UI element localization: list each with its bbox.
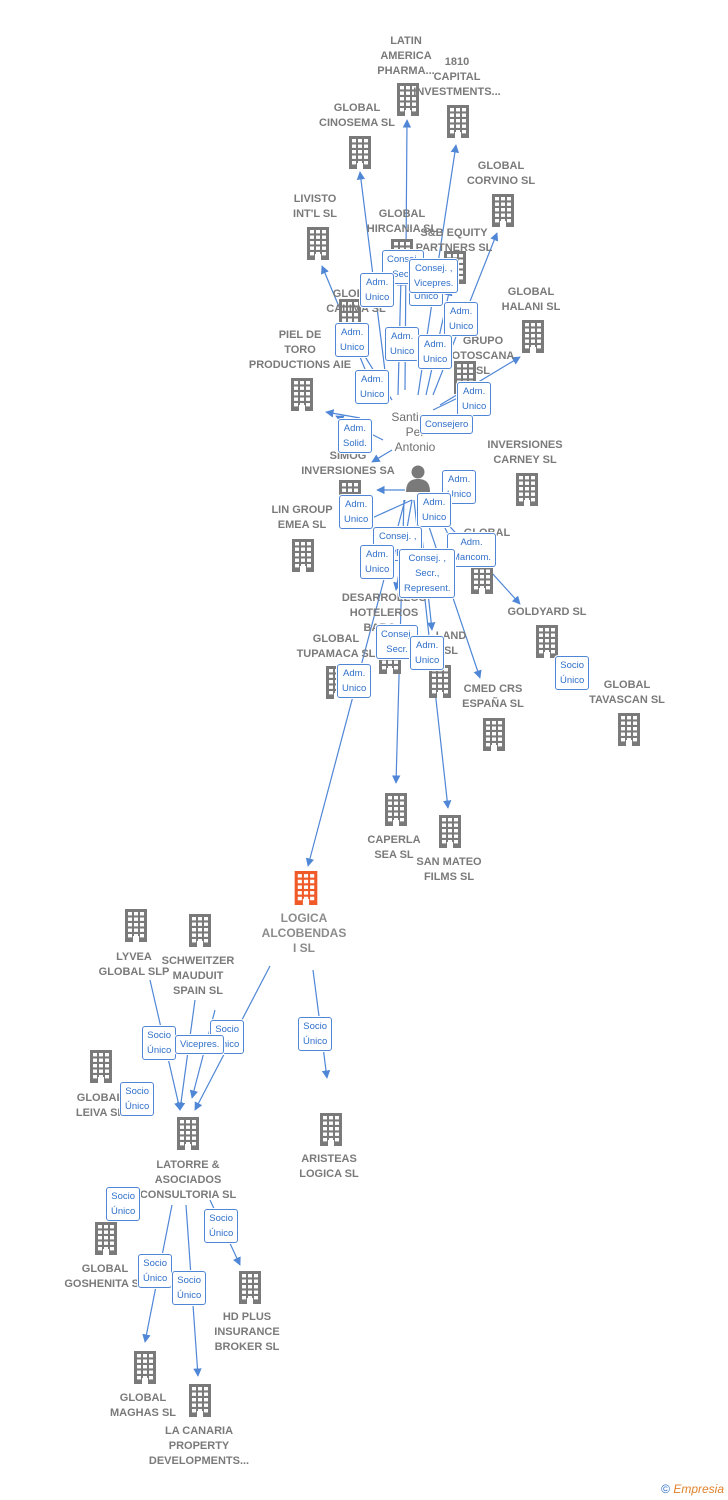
relation-tag[interactable]: Socio Único — [172, 1271, 207, 1305]
footer-brand[interactable]: © Empresia — [661, 1482, 724, 1496]
relation-tag[interactable]: Socio Único — [120, 1082, 155, 1116]
relation-tag[interactable]: Consejero — [420, 415, 474, 434]
building-shape — [134, 1351, 156, 1384]
building-icon[interactable] — [444, 105, 472, 143]
relation-edge — [176, 999, 196, 1111]
building-shape — [447, 105, 469, 138]
building-shape — [292, 539, 314, 572]
relation-tag[interactable]: Socio Único — [204, 1209, 239, 1243]
relation-tag[interactable]: Adm. Unico — [335, 323, 370, 357]
relation-tag[interactable]: Adm. Mancom. — [447, 533, 497, 567]
relation-tag[interactable]: Adm. Unico — [410, 636, 445, 670]
building-shape — [439, 815, 461, 848]
building-icon[interactable] — [122, 909, 150, 947]
relation-edge — [371, 449, 393, 463]
building-icon[interactable] — [92, 1222, 120, 1260]
building-shape — [522, 320, 544, 353]
building-icon[interactable] — [288, 378, 316, 416]
building-icon[interactable] — [615, 713, 643, 751]
building-shape — [189, 1384, 211, 1417]
building-shape — [291, 378, 313, 411]
building-shape — [90, 1050, 112, 1083]
building-shape — [492, 194, 514, 227]
relation-tag[interactable]: Vicepres. — [175, 1035, 225, 1054]
relation-tag[interactable]: Adm. Unico — [360, 273, 395, 307]
building-shape — [429, 665, 451, 698]
relation-tag[interactable]: Socio Único — [138, 1254, 173, 1288]
building-icon[interactable] — [186, 1384, 214, 1422]
building-shape — [189, 914, 211, 947]
building-shape — [177, 1117, 199, 1150]
building-shape — [125, 909, 147, 942]
building-shape — [349, 136, 371, 169]
relation-tag[interactable]: Adm. Unico — [444, 302, 479, 336]
building-icon[interactable] — [317, 1113, 345, 1151]
person-shape — [406, 465, 430, 492]
relation-tag[interactable]: Adm. Unico — [339, 495, 374, 529]
building-icon[interactable] — [186, 914, 214, 952]
relation-tag[interactable]: Consej. , Vicepres. — [409, 259, 459, 293]
building-shape — [516, 473, 538, 506]
relation-edge — [325, 409, 361, 419]
copyright-symbol: © — [661, 1482, 670, 1496]
relation-tag[interactable]: Socio Único — [298, 1017, 333, 1051]
building-icon[interactable] — [489, 194, 517, 232]
relation-tag[interactable]: Socio Único — [555, 656, 590, 690]
relation-tag[interactable]: Socio Único — [106, 1187, 141, 1221]
building-icon[interactable] — [436, 815, 464, 853]
relation-edge — [439, 356, 521, 406]
relation-tag[interactable]: Adm. Unico — [417, 493, 452, 527]
brand-name: Empresia — [673, 1482, 724, 1496]
building-shape — [397, 83, 419, 116]
building-icon[interactable] — [533, 625, 561, 663]
relation-tag[interactable]: Adm. Unico — [360, 545, 395, 579]
building-icon[interactable] — [513, 473, 541, 511]
building-shape — [483, 718, 505, 751]
relation-tag[interactable]: Socio Único — [142, 1026, 177, 1060]
building-icon[interactable] — [289, 539, 317, 577]
building-icon[interactable] — [174, 1117, 202, 1155]
relation-tag[interactable]: Adm. Unico — [418, 335, 453, 369]
relation-tag[interactable]: Adm. Unico — [457, 382, 492, 416]
building-icon[interactable] — [426, 665, 454, 703]
building-shape — [536, 625, 558, 658]
building-icon[interactable] — [346, 136, 374, 174]
building-shape — [385, 793, 407, 826]
relation-tag[interactable]: Adm. Unico — [385, 327, 420, 361]
building-shape — [307, 227, 329, 260]
relation-tag[interactable]: Adm. Solid. — [338, 419, 372, 453]
building-icon[interactable] — [131, 1351, 159, 1389]
building-icon[interactable] — [87, 1050, 115, 1088]
building-shape — [294, 871, 318, 905]
building-shape — [618, 713, 640, 746]
relation-tag[interactable]: Consej. , Secr., Represent. — [399, 549, 456, 598]
relation-tag[interactable]: Adm. Unico — [355, 370, 390, 404]
building-icon[interactable] — [519, 320, 547, 358]
building-icon[interactable] — [394, 83, 422, 121]
building-shape — [239, 1271, 261, 1304]
building-shape — [320, 1113, 342, 1146]
building-icon[interactable] — [236, 1271, 264, 1309]
building-icon[interactable] — [304, 227, 332, 265]
building-icon[interactable] — [480, 718, 508, 756]
building-icon[interactable] — [291, 871, 321, 910]
person-icon[interactable] — [404, 464, 432, 497]
building-icon[interactable] — [382, 793, 410, 831]
building-shape — [95, 1222, 117, 1255]
relation-tag[interactable]: Adm. Unico — [337, 664, 372, 698]
